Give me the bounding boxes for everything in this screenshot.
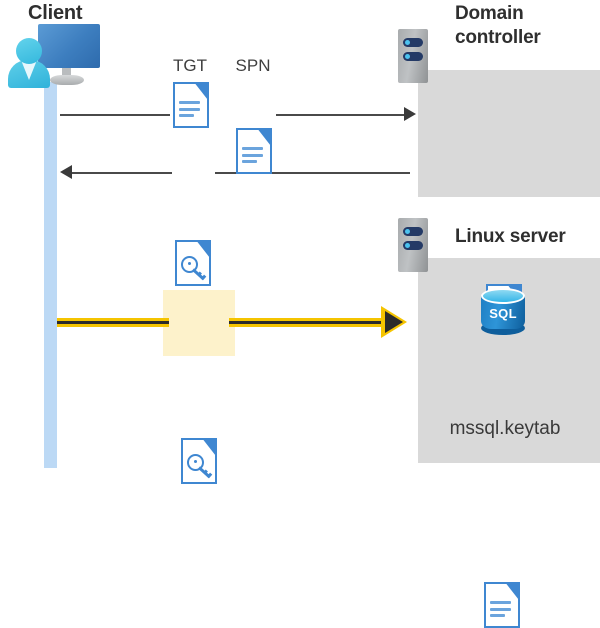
response-arrow-segment-right (215, 172, 410, 174)
domain-controller-title-line2: controller (455, 27, 541, 48)
request-arrowhead-icon (404, 107, 416, 121)
document-text-line (179, 101, 201, 105)
document-text-line (242, 160, 257, 164)
server-indicator-icon (403, 38, 423, 47)
ticket-key-document-icon (175, 240, 211, 286)
sql-database-icon: SQL (481, 288, 525, 336)
key-ring-icon (180, 255, 198, 273)
service-ticket-key-document-icon (181, 438, 217, 484)
domain-controller-title: Domain controller (455, 2, 595, 50)
user-monitor-icon (8, 24, 100, 88)
document-text-line (242, 153, 264, 157)
monitor-base-icon (50, 75, 84, 85)
monitor-neck-icon (62, 68, 71, 77)
client-title: Client (28, 2, 83, 24)
service-ticket-arrow-segment-left (57, 318, 169, 327)
document-text-line (179, 114, 194, 118)
linux-server-icon (398, 218, 428, 272)
key-icon (180, 255, 207, 280)
client-lifeline (44, 82, 57, 468)
diagram-canvas: Client TGT SPN (8, 2, 600, 628)
key-icon (186, 453, 213, 478)
cylinder-top (481, 288, 525, 304)
document-text-line (490, 607, 512, 611)
server-indicator-icon (403, 52, 423, 61)
request-arrow-segment-right (276, 114, 410, 116)
service-ticket-arrow-segment-right (229, 318, 389, 327)
sql-label: SQL (489, 306, 517, 321)
server-indicator-icon (403, 227, 423, 236)
keytab-document-icon (484, 582, 520, 628)
person-head-icon (16, 38, 42, 64)
service-ticket-highlight-box (163, 290, 235, 356)
tgt-label: TGT (173, 56, 207, 75)
monitor-screen-icon (38, 24, 100, 68)
domain-controller-server-icon (398, 29, 428, 83)
keytab-filename-label: mssql.keytab (449, 418, 561, 439)
server-indicator-icon (403, 241, 423, 250)
domain-controller-title-line1: Domain (455, 3, 524, 24)
document-text-line (242, 147, 264, 151)
tgt-document-icon (173, 82, 209, 128)
response-arrowhead-icon (60, 165, 72, 179)
document-text-line (490, 614, 505, 618)
request-arrow-segment-left (60, 114, 170, 116)
service-ticket-arrowhead-icon (385, 311, 403, 333)
document-text-line (179, 107, 201, 111)
document-text-line (490, 601, 512, 605)
domain-controller-panel (418, 70, 600, 197)
response-arrow-segment-left (72, 172, 172, 174)
spn-document-icon (236, 128, 272, 174)
linux-server-title: Linux server (455, 226, 566, 247)
spn-label: SPN (235, 56, 271, 75)
